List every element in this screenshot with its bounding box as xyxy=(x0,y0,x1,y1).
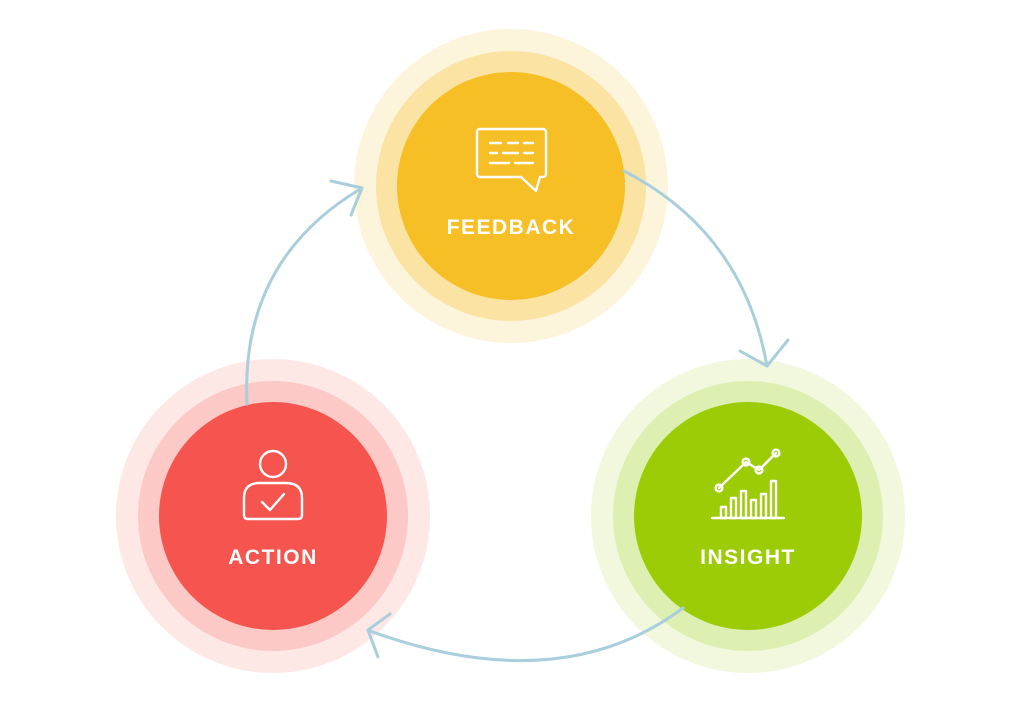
feedback-circle xyxy=(397,72,625,300)
arrow-action-to-feedback-line xyxy=(245,186,364,406)
feedback-node: FEEDBACK xyxy=(354,29,668,343)
arrow-feedback-to-insight-line xyxy=(622,169,769,368)
insight-circle xyxy=(634,402,862,630)
action-label: ACTION xyxy=(228,546,318,569)
insight-node: INSIGHT xyxy=(591,359,905,673)
insight-label: INSIGHT xyxy=(700,546,796,569)
feedback-label: FEEDBACK xyxy=(447,216,576,239)
growth-chart-icon xyxy=(710,448,786,520)
arrow-action-to-feedback xyxy=(245,179,364,406)
arrow-insight-to-action-line xyxy=(368,606,685,663)
action-circle xyxy=(159,402,387,630)
speech-bubble-text-icon xyxy=(475,127,548,193)
arrow-action-to-feedback-head xyxy=(329,179,364,217)
user-check-icon xyxy=(242,449,304,521)
arrow-feedback-to-insight xyxy=(622,169,790,368)
arrow-insight-to-action xyxy=(366,606,685,663)
arrow-feedback-to-insight-head xyxy=(738,338,790,368)
arrow-insight-to-action-head xyxy=(366,612,392,659)
action-node: ACTION xyxy=(116,359,430,673)
